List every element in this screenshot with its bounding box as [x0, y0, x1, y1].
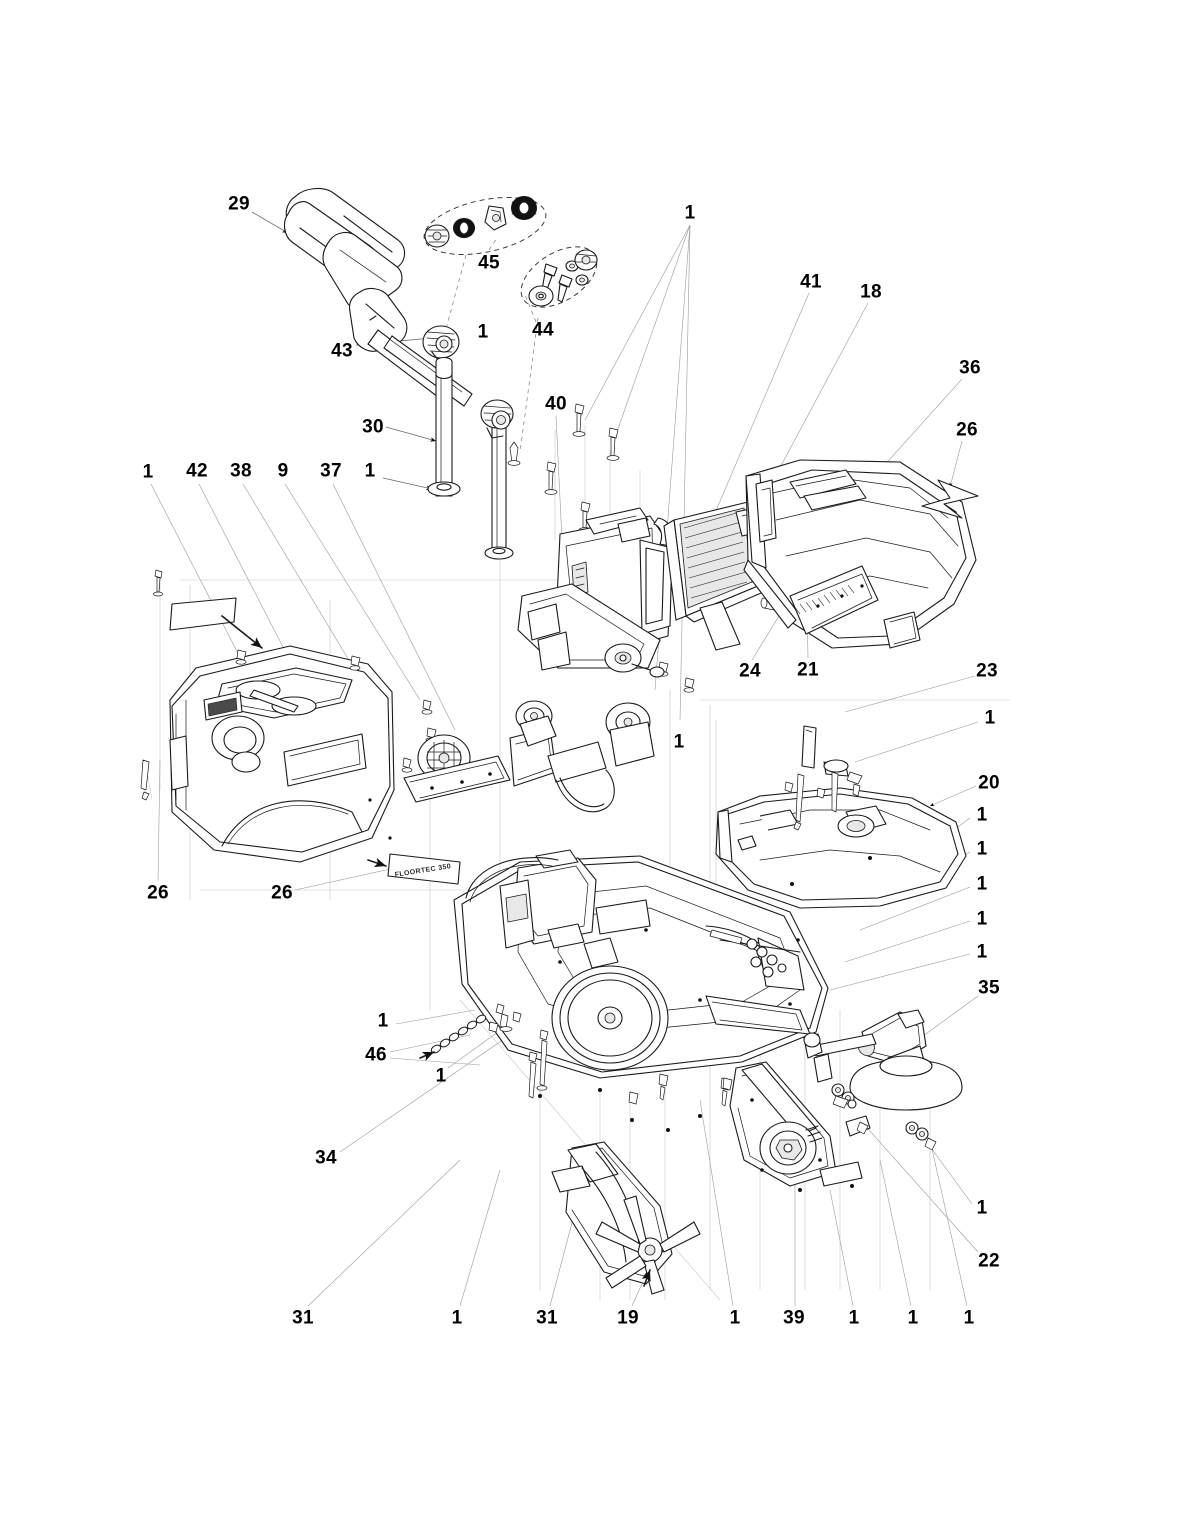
chain-linkage: [419, 1003, 549, 1099]
handle-lower-shaft: [480, 399, 521, 560]
callout-number-34: 34: [315, 1147, 337, 1169]
kit-part-clamp: [424, 224, 450, 248]
hopper-blade-strip: [789, 565, 879, 635]
callout-number-38: 38: [230, 460, 252, 482]
callout-number-1: 1: [684, 202, 696, 224]
kit-part-wheel: [511, 196, 537, 220]
callout-number-1: 1: [142, 461, 154, 483]
kit-bushing: [528, 285, 554, 307]
callout-number-1: 1: [364, 460, 376, 482]
kit-part-washer: [453, 218, 475, 238]
callout-number-20: 20: [978, 772, 1000, 794]
handle-hardware-kit: [423, 196, 547, 256]
kit-knob: [574, 249, 598, 271]
screw-d: [578, 501, 592, 533]
broom-drive-housing: [722, 1061, 863, 1187]
product-label-plate: [367, 853, 461, 885]
callout-number-1: 1: [435, 1065, 447, 1087]
callout-number-46: 46: [365, 1044, 387, 1066]
front-cover-hardware: [784, 725, 863, 831]
filter-element: [663, 501, 769, 651]
front-bumper-cover: [715, 787, 967, 909]
callout-number-1: 1: [976, 941, 988, 963]
hopper-seal-strip-upper: [921, 479, 979, 519]
callout-number-19: 19: [617, 1307, 639, 1329]
callout-number-1: 1: [976, 1197, 988, 1219]
callout-number-26: 26: [271, 882, 293, 904]
callout-number-35: 35: [978, 977, 1000, 999]
callout-number-1: 1: [976, 873, 988, 895]
callout-number-24: 24: [739, 660, 761, 682]
handle-tube: [427, 356, 461, 497]
vacuum-motor-unit: [517, 507, 673, 678]
callout-number-18: 18: [860, 281, 882, 303]
kit-washer-1: [565, 260, 579, 272]
callout-number-1: 1: [976, 804, 988, 826]
kit-part-bracket: [484, 205, 507, 231]
callout-number-1: 1: [729, 1307, 741, 1329]
callout-number-40: 40: [545, 393, 567, 415]
callout-number-26: 26: [956, 419, 978, 441]
callout-number-1: 1: [963, 1307, 975, 1329]
screw-a: [572, 403, 586, 437]
callout-number-23: 23: [976, 660, 998, 682]
callout-number-44: 44: [532, 319, 554, 341]
callout-number-31: 31: [292, 1307, 314, 1329]
callout-number-37: 37: [320, 460, 342, 482]
callout-number-1: 1: [848, 1307, 860, 1329]
callout-number-36: 36: [959, 357, 981, 379]
chassis-frame: [453, 849, 829, 1079]
upper-label-plate: [169, 597, 263, 649]
callout-number-1: 1: [976, 838, 988, 860]
callout-number-39: 39: [783, 1307, 805, 1329]
callout-number-1: 1: [451, 1307, 463, 1329]
callout-number-22: 22: [978, 1250, 1000, 1272]
bottom-right-fasteners: [832, 1095, 869, 1135]
callout-number-1: 1: [377, 1010, 389, 1032]
left-fastener-set: [140, 569, 437, 801]
fastener-kit: [520, 246, 598, 308]
callout-number-26: 26: [147, 882, 169, 904]
callout-number-1: 1: [673, 731, 685, 753]
callout-number-30: 30: [362, 416, 384, 438]
kit-screw-2: [557, 274, 573, 303]
callout-number-1: 1: [984, 707, 996, 729]
main-broom-roller: [551, 1141, 701, 1295]
screw-f: [683, 677, 695, 693]
callout-number-42: 42: [186, 460, 208, 482]
callout-number-1: 1: [907, 1307, 919, 1329]
callout-number-1: 1: [477, 321, 489, 343]
callout-number-31: 31: [536, 1307, 558, 1329]
screw-b: [606, 427, 620, 461]
handle-pivot-knob: [422, 325, 460, 361]
side-brush-motor: [798, 1009, 963, 1192]
callout-number-9: 9: [277, 460, 289, 482]
rear-tank-housing: [169, 645, 395, 863]
kit-washer-2: [575, 274, 589, 286]
debris-hopper: [743, 459, 977, 649]
callout-number-41: 41: [800, 271, 822, 293]
callout-number-45: 45: [478, 252, 500, 274]
callout-number-21: 21: [797, 659, 819, 681]
callout-number-1: 1: [976, 908, 988, 930]
screw-c: [544, 461, 558, 495]
wheel-hardware-assembly: [403, 734, 511, 803]
callout-number-43: 43: [331, 340, 353, 362]
caster-wheel-assembly: [509, 700, 655, 813]
callout-number-29: 29: [228, 193, 250, 215]
